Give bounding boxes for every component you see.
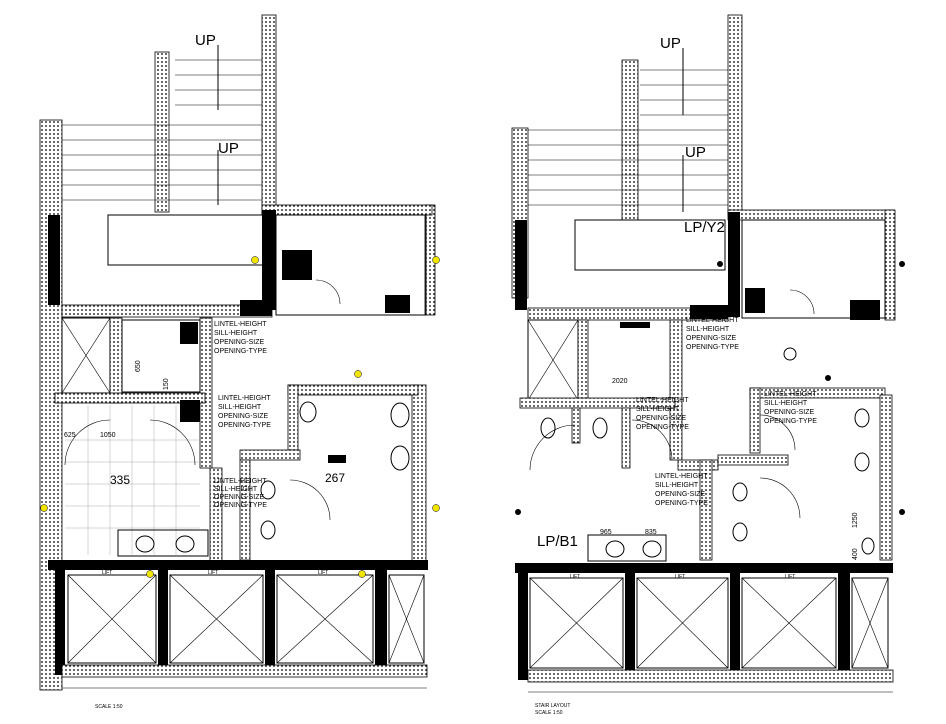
svg-text:OPENING-TYPE: OPENING-TYPE: [636, 424, 689, 431]
left-lift-label-2: LIFT: [208, 570, 218, 576]
svg-text:OPENING-SIZE: OPENING-SIZE: [214, 494, 265, 501]
left-toilet-wall: [411, 384, 427, 566]
right-stair-up-label-2: UP: [685, 144, 706, 161]
right-dim-1250: 1250: [852, 512, 859, 528]
svg-text:SILL-HEIGHT: SILL-HEIGHT: [655, 482, 699, 489]
left-dim-1050: 1050: [100, 432, 116, 439]
right-lift-label-2: LIFT: [675, 574, 685, 580]
right-opening-tag-3: LINTEL-HEIGHT SILL-HEIGHT OPENING-SIZE O…: [655, 473, 708, 507]
svg-text:LINTEL-HEIGHT: LINTEL-HEIGHT: [636, 397, 689, 404]
left-lift-band: [48, 560, 428, 570]
svg-text:OPENING-TYPE: OPENING-TYPE: [655, 500, 708, 507]
left-tile-grid: [64, 405, 200, 555]
right-opening-tag-4: LINTEL-HEIGHT SILL-HEIGHT OPENING-SIZE O…: [764, 391, 817, 425]
svg-text:LINTEL-HEIGHT: LINTEL-HEIGHT: [655, 473, 708, 480]
svg-text:SILL-HEIGHT: SILL-HEIGHT: [214, 486, 258, 493]
svg-text:OPENING-SIZE: OPENING-SIZE: [218, 413, 269, 420]
left-dim-625: 625: [64, 432, 76, 439]
svg-text:OPENING-SIZE: OPENING-SIZE: [764, 409, 815, 416]
right-stair-wall: [621, 59, 639, 221]
svg-text:LINTEL-HEIGHT: LINTEL-HEIGHT: [214, 478, 267, 485]
svg-text:LINTEL-HEIGHT: LINTEL-HEIGHT: [686, 317, 739, 324]
left-dim-150: 150: [163, 378, 170, 390]
right-lp-label-b1: LP/B1: [537, 533, 578, 550]
right-lp-label-y2: LP/Y2: [684, 219, 725, 236]
svg-text:OPENING-SIZE: OPENING-SIZE: [655, 491, 706, 498]
right-stair-treads: [528, 48, 728, 271]
left-stair-up-label-1: UP: [195, 32, 216, 49]
svg-text:OPENING-TYPE: OPENING-TYPE: [686, 344, 739, 351]
left-dim-650: 650: [135, 360, 142, 372]
left-grid-markers: [40, 256, 440, 578]
right-scale-note: SCALE 1:50: [535, 710, 563, 716]
svg-text:OPENING-SIZE: OPENING-SIZE: [636, 415, 687, 422]
svg-text:SILL-HEIGHT: SILL-HEIGHT: [686, 326, 730, 333]
right-grid-markers: [515, 261, 905, 515]
svg-text:LINTEL-HEIGHT: LINTEL-HEIGHT: [218, 395, 271, 402]
svg-text:SILL-HEIGHT: SILL-HEIGHT: [214, 330, 258, 337]
right-lift-label-1: LIFT: [570, 574, 580, 580]
left-lift-label-3: LIFT: [318, 570, 328, 576]
left-scale-note: SCALE 1:50: [95, 704, 123, 710]
svg-text:OPENING-TYPE: OPENING-TYPE: [214, 502, 267, 509]
right-lift-label-3: LIFT: [785, 574, 795, 580]
left-stair-up-label-2: UP: [218, 140, 239, 157]
svg-text:SILL-HEIGHT: SILL-HEIGHT: [636, 406, 680, 413]
left-opening-tag-2: LINTEL-HEIGHT SILL-HEIGHT OPENING-SIZE O…: [218, 395, 271, 429]
left-core-wall: [261, 14, 277, 216]
svg-text:OPENING-TYPE: OPENING-TYPE: [218, 422, 271, 429]
svg-text:SILL-HEIGHT: SILL-HEIGHT: [218, 404, 262, 411]
right-plan: UP UP LP/Y2: [511, 14, 905, 716]
svg-text:OPENING-TYPE: OPENING-TYPE: [764, 418, 817, 425]
left-dim-335: 335: [110, 473, 130, 487]
svg-text:LINTEL-HEIGHT: LINTEL-HEIGHT: [764, 391, 817, 398]
right-plan-title: STAIR LAYOUT: [535, 703, 570, 709]
right-dim-400: 400: [852, 548, 859, 560]
left-column: [48, 215, 60, 305]
right-stair-up-label-1: UP: [660, 35, 681, 52]
left-dim-267: 267: [325, 471, 345, 485]
right-core-wall: [727, 14, 743, 216]
svg-text:OPENING-TYPE: OPENING-TYPE: [214, 348, 267, 355]
svg-text:SILL-HEIGHT: SILL-HEIGHT: [764, 400, 808, 407]
right-dim-965: 965: [600, 529, 612, 536]
right-lift-shafts: [529, 577, 889, 669]
right-opening-tag-2: LINTEL-HEIGHT SILL-HEIGHT OPENING-SIZE O…: [636, 397, 689, 431]
svg-text:OPENING-SIZE: OPENING-SIZE: [214, 339, 265, 346]
left-opening-tag-3: LINTEL-HEIGHT SILL-HEIGHT OPENING-SIZE O…: [214, 478, 267, 509]
svg-text:LINTEL-HEIGHT: LINTEL-HEIGHT: [214, 321, 267, 328]
right-dim-835: 835: [645, 529, 657, 536]
right-dim-2020: 2020: [612, 378, 628, 385]
left-stair-wall: [154, 51, 170, 213]
right-opening-tag-1: LINTEL-HEIGHT SILL-HEIGHT OPENING-SIZE O…: [686, 317, 739, 351]
left-lift-label-1: LIFT: [102, 570, 112, 576]
svg-text:OPENING-SIZE: OPENING-SIZE: [686, 335, 737, 342]
left-opening-tag-1: LINTEL-HEIGHT SILL-HEIGHT OPENING-SIZE O…: [214, 321, 267, 355]
left-stair-treads: [62, 45, 264, 266]
left-lift-shafts: [67, 574, 425, 664]
left-plan: UP UP: [39, 14, 440, 710]
